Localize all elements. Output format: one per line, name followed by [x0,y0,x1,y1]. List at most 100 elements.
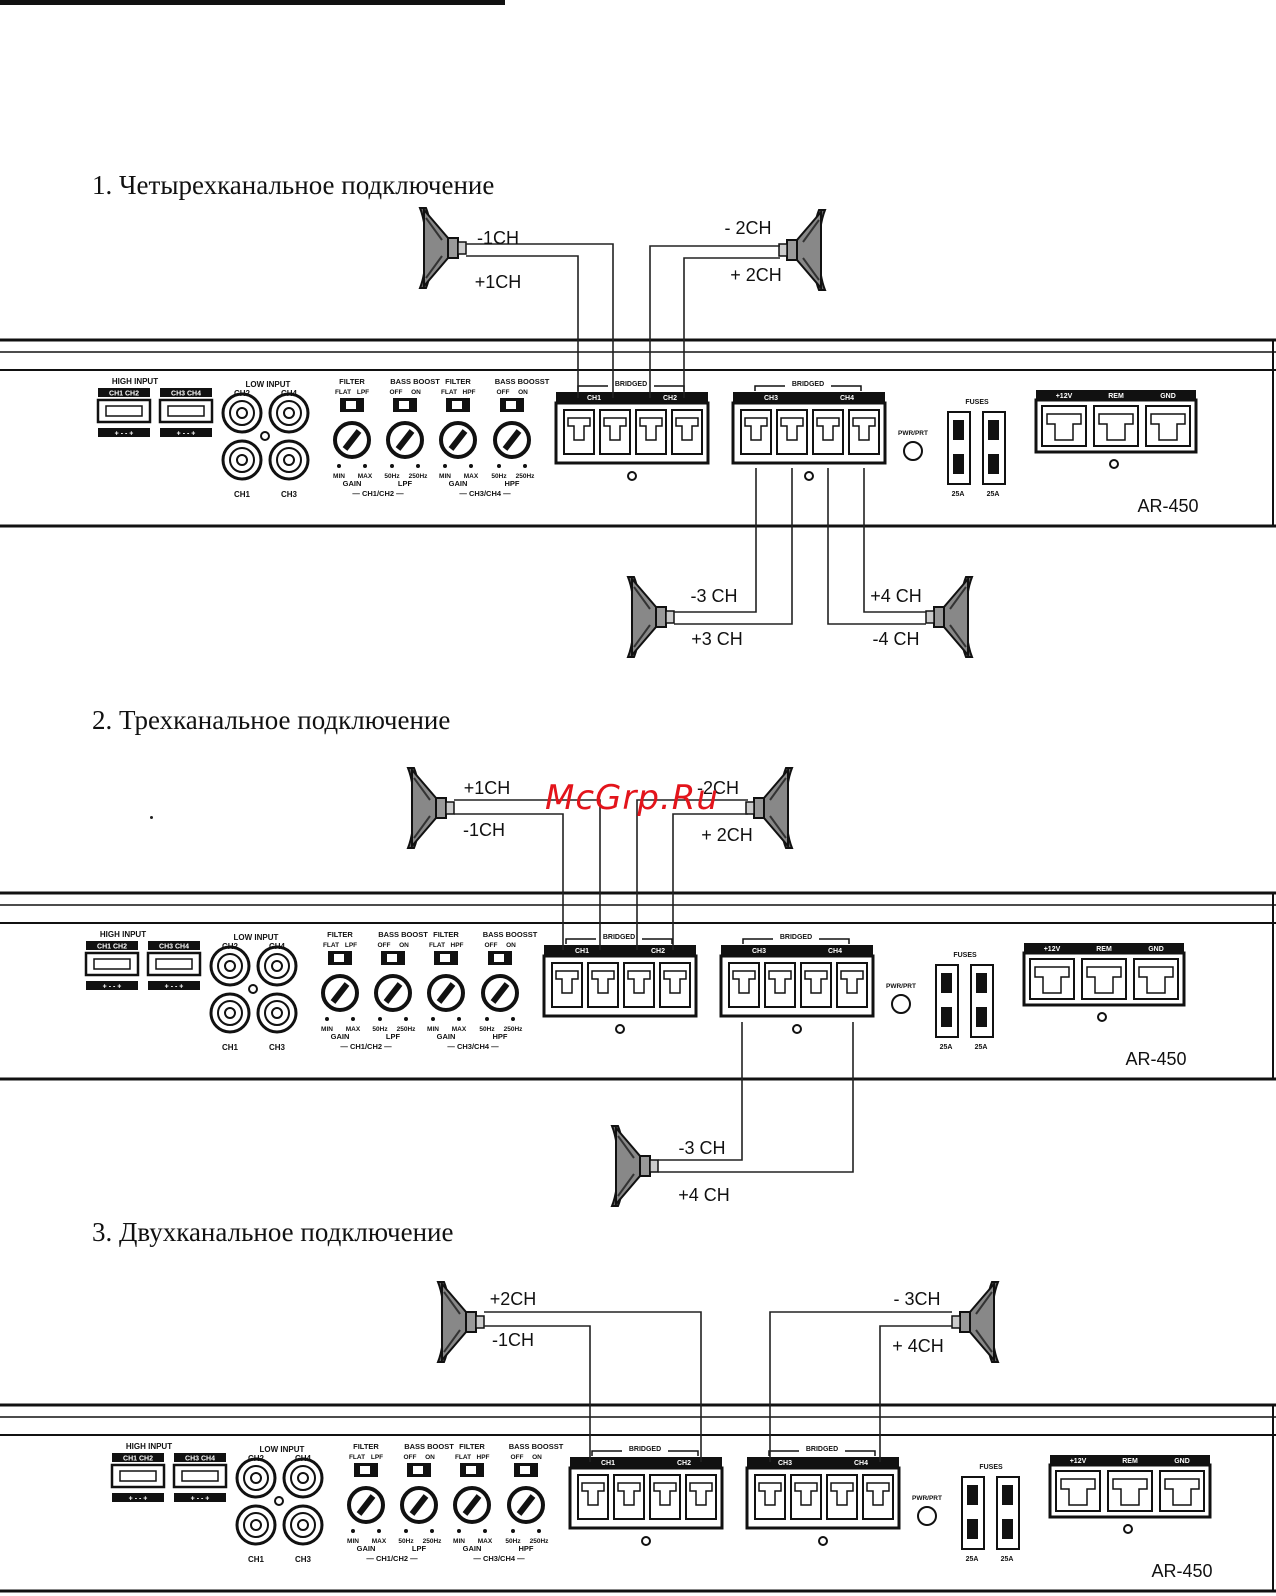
bass-boost-label: BASS BOOSST [509,1442,564,1451]
knob-scale-label: MAX [478,1538,493,1545]
knob-tick [523,464,527,468]
high-input-channel-text: CH3 CH4 [159,944,189,951]
rca-center-dot [274,1496,284,1506]
switch-option-label: OFF [511,1454,524,1461]
rca-label-ch1: CH1 [248,1555,265,1564]
terminal-label-strip [544,945,696,955]
speaker-wire [672,813,748,950]
terminal-channel-label: CH4 [840,395,854,402]
knob-name-label: GAIN [331,1032,350,1041]
terminal-screw [866,1482,890,1506]
slide-switch-thumb [334,954,344,962]
knob-tick [404,1529,408,1533]
fuses-label: FUSES [965,399,989,406]
knob-scale-label: 50Hz [398,1538,414,1545]
speaker-wire [466,243,614,398]
filter-label: FILTER [445,377,471,386]
knob-scale-label: MIN [347,1538,359,1545]
knob-tick [485,1017,489,1021]
speaker-wire [674,468,793,625]
speaker-cone-shade [769,777,787,839]
knob-tick [351,1529,355,1533]
speaker-label: +1CH [464,778,511,798]
slide-switch-thumb [360,1466,370,1474]
knob-indicator [409,1494,429,1516]
speaker-label: + 4CH [892,1336,944,1356]
speaker-icon [925,576,974,658]
bass-boost-label: BASS BOOST [378,930,428,939]
speaker-magnet [959,1311,971,1333]
knob-tick [430,1529,434,1533]
rca-label-ch3: CH3 [269,1043,286,1052]
fuse [953,454,964,474]
power-label-strip [1036,390,1196,400]
speaker-wire [769,1311,952,1462]
filter-label: FILTER [459,1442,485,1451]
mounting-hole [1123,1524,1133,1534]
model-label: AR-450 [1125,1049,1186,1069]
power-terminal-label: +12V [1044,946,1061,953]
power-terminal-label: +12V [1070,1458,1087,1465]
terminal-screw [603,417,627,441]
knob-scale-label: MAX [464,473,479,480]
slide-switch-thumb [520,1466,530,1474]
speaker-label: -3 CH [690,586,737,606]
power-terminal-label: REM [1108,393,1124,400]
model-label: AR-450 [1151,1561,1212,1581]
fuse-rating-label: 25A [966,1556,979,1563]
knob-tick [457,1529,461,1533]
speaker-label: -1CH [492,1330,534,1350]
fuse-rating-label: 25A [952,491,965,498]
knob-scale-label: MIN [427,1026,439,1033]
knob-tick [511,1529,515,1533]
speaker-label: +3 CH [691,629,743,649]
switch-option-label: OFF [497,389,510,396]
power-label-strip [1050,1455,1210,1465]
bridged-label-bg [596,931,642,941]
filter-label: FILTER [433,930,459,939]
group-label-ch1-ch2: — CH1/CH2 — [340,1042,392,1051]
terminal-screw [555,970,579,994]
model-label: AR-450 [1137,496,1198,516]
terminal-channel-label: CH2 [663,395,677,402]
knob-scale-label: MIN [439,473,451,480]
bridged-label: BRIDGED [780,934,812,941]
knob-indicator [490,982,510,1004]
knob-name-label: LPF [386,1032,401,1041]
slide-switch-thumb [494,954,504,962]
knob-tick [378,1017,382,1021]
rca-pin [224,960,236,972]
mounting-hole [792,1024,802,1034]
terminal-screw [639,417,663,441]
knob-tick [443,464,447,468]
knob-name-label: GAIN [463,1544,482,1553]
switch-option-label: FLAT [441,389,457,396]
speaker-icon [745,767,794,849]
speaker-wire [454,799,601,950]
speaker-icon [626,576,675,658]
terminal-label-strip [733,392,885,402]
bridged-label: BRIDGED [806,1446,838,1453]
rca-pin [224,1007,236,1019]
speaker-magnet [753,797,765,819]
terminal-channel-label: CH4 [854,1460,868,1467]
switch-option-label: OFF [378,942,391,949]
terminal-screw [804,970,828,994]
power-terminal-screw [1138,966,1174,994]
slide-switch-thumb [399,401,409,409]
switch-option-label: FLAT [349,1454,365,1461]
rca-label-ch3: CH3 [281,490,298,499]
switch-option-label: FLAT [323,942,339,949]
knob-tick [469,464,473,468]
terminal-screw [581,1482,605,1506]
speaker-icon [951,1281,1000,1363]
rca-center-dot [248,984,258,994]
switch-option-label: OFF [390,389,403,396]
knob-scale-label: 50Hz [479,1026,495,1033]
knob-name-label: LPF [398,479,413,488]
switch-option-label: HPF [477,1454,490,1461]
high-input-channel-tag [160,388,212,397]
watermark: McGrp.Ru [545,778,719,818]
high-input-channel-tag [86,941,138,950]
